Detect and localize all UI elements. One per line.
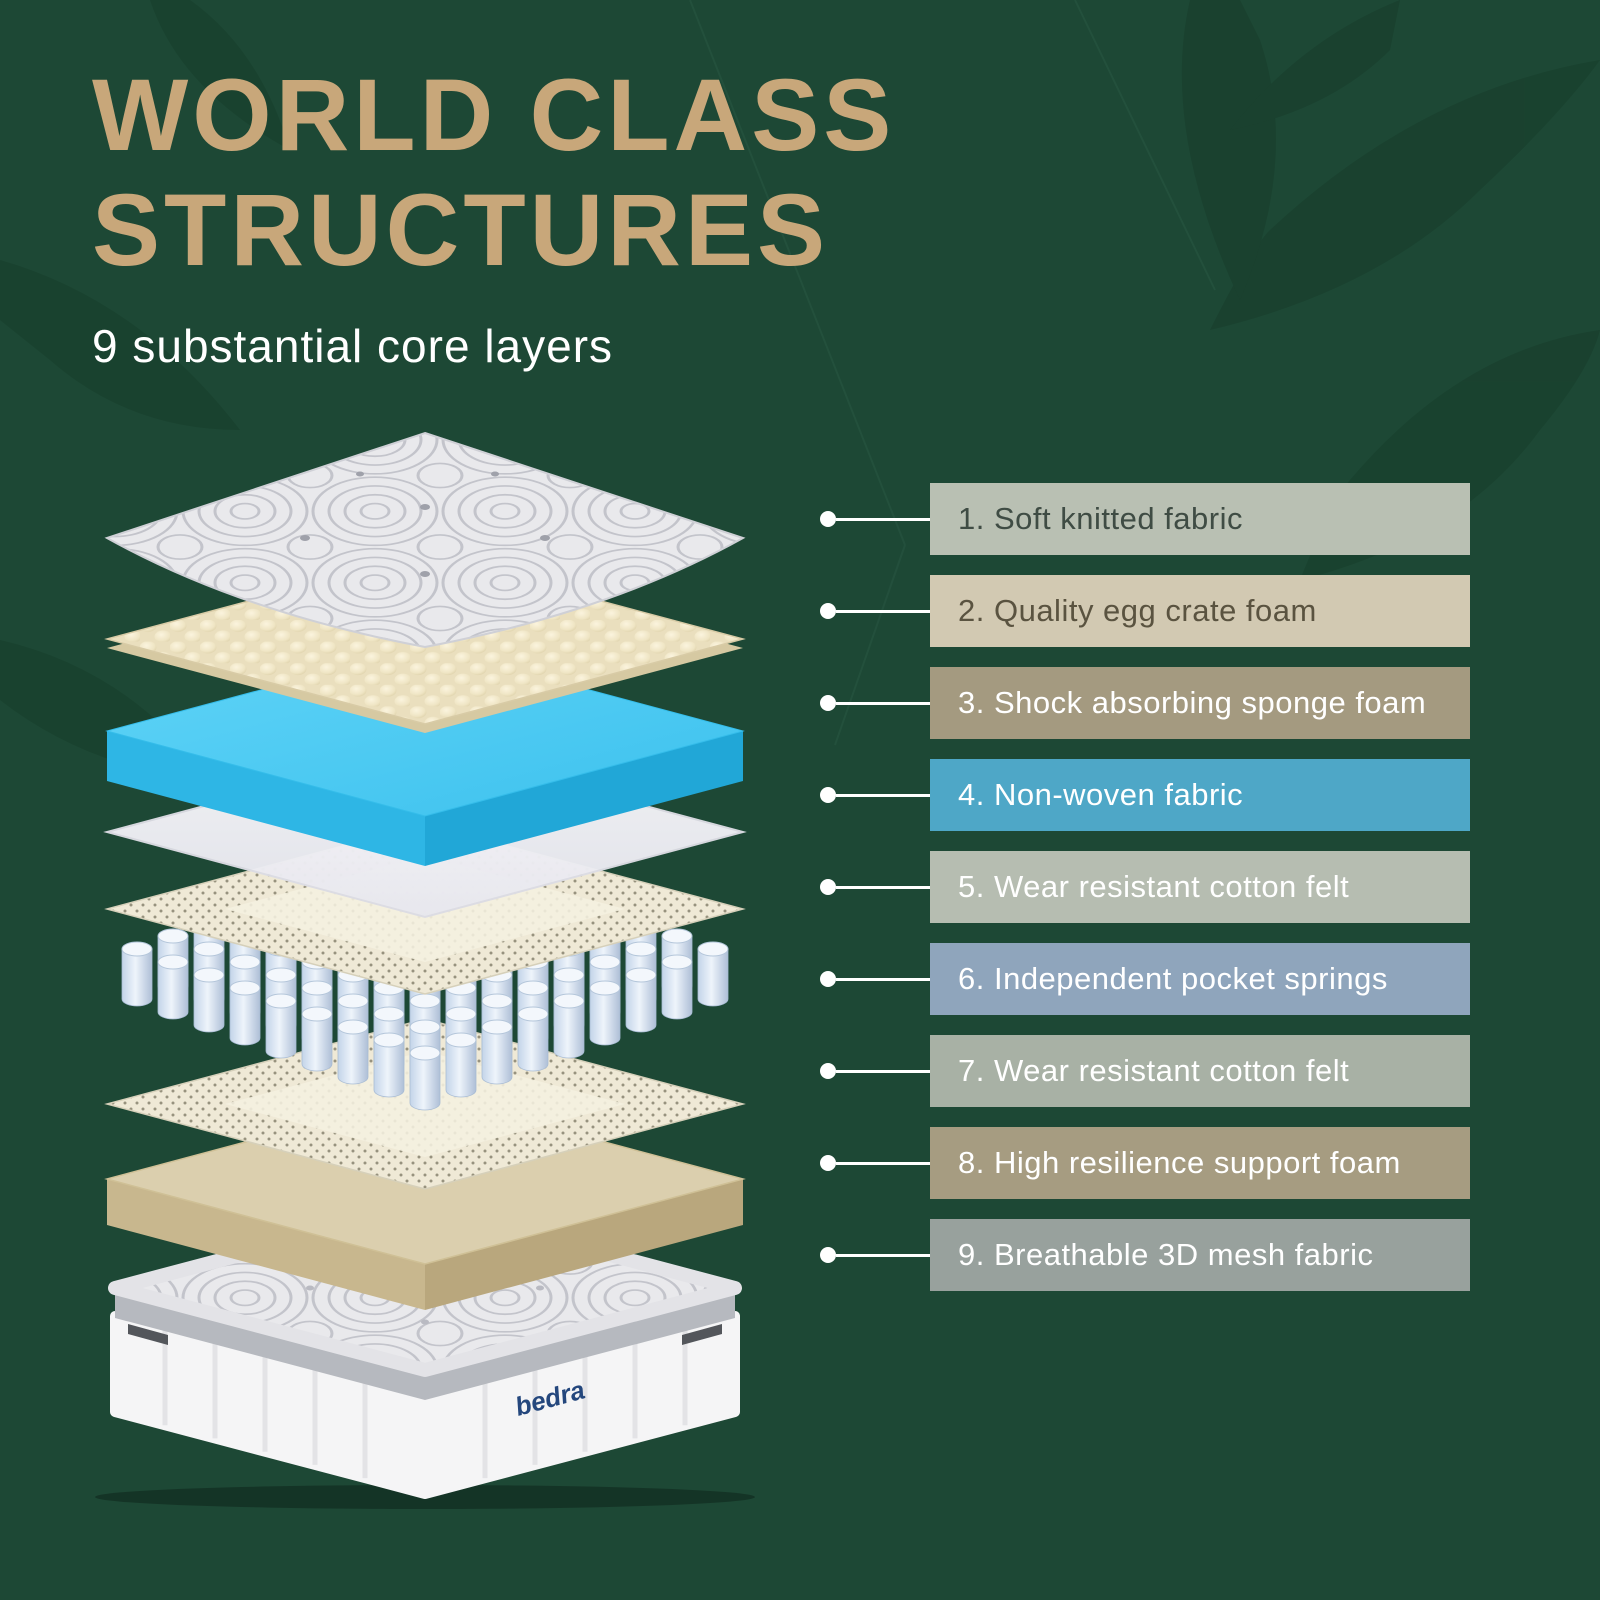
leader-dot [820, 511, 836, 527]
page-subtitle: 9 substantial core layers [92, 319, 614, 372]
legend-row-9: 9. Breathable 3D mesh fabric [820, 1219, 1500, 1291]
leader-line [836, 1253, 930, 1257]
layer-label-pocket-springs: 6. Independent pocket springs [930, 943, 1470, 1015]
leader-line [836, 701, 930, 705]
legend-row-4: 4. Non-woven fabric [820, 759, 1500, 831]
layer-1-soft-knitted-fabric [104, 431, 746, 649]
leader-line [836, 885, 930, 889]
legend-row-2: 2. Quality egg crate foam [820, 575, 1500, 647]
layer-label-egg-crate-foam: 2. Quality egg crate foam [930, 575, 1470, 647]
legend-row-7: 7. Wear resistant cotton felt [820, 1035, 1500, 1107]
layer-label-soft-knitted-fabric: 1. Soft knitted fabric [930, 483, 1470, 555]
leader-line [836, 1161, 930, 1165]
legend-row-6: 6. Independent pocket springs [820, 943, 1500, 1015]
legend-row-5: 5. Wear resistant cotton felt [820, 851, 1500, 923]
leader-dot [820, 1247, 836, 1263]
leader-dot [820, 879, 836, 895]
title-line-1: WORLD CLASS [92, 58, 896, 172]
quilt-tuft-dots [300, 471, 550, 577]
mattress-corner-strap-right [682, 1324, 722, 1345]
layer-label-sponge-foam: 3. Shock absorbing sponge foam [930, 667, 1470, 739]
mattress-corner-strap-left [128, 1324, 168, 1345]
leader-line [836, 977, 930, 981]
legend-row-3: 3. Shock absorbing sponge foam [820, 667, 1500, 739]
leader-dot [820, 1063, 836, 1079]
legend-row-1: 1. Soft knitted fabric [820, 483, 1500, 555]
header: WORLD CLASS STRUCTURES 9 substantial cor… [92, 58, 895, 373]
page-title: WORLD CLASS STRUCTURES [92, 58, 895, 289]
mattress-quilt-channels [162, 1329, 688, 1479]
title-line-2: STRUCTURES [92, 173, 830, 288]
leader-dot [820, 695, 836, 711]
leader-dot [820, 971, 836, 987]
mattress-exploded-diagram: bedra [50, 404, 810, 1509]
leader-line [836, 609, 930, 613]
legend: 1. Soft knitted fabric 2. Quality egg cr… [820, 483, 1500, 1311]
leader-dot [820, 603, 836, 619]
layer-label-support-foam: 8. High resilience support foam [930, 1127, 1470, 1199]
leader-dot [820, 1155, 836, 1171]
leader-dot [820, 787, 836, 803]
legend-row-8: 8. High resilience support foam [820, 1127, 1500, 1199]
leader-line [836, 517, 930, 521]
layer-label-non-woven-fabric: 4. Non-woven fabric [930, 759, 1470, 831]
leader-line [836, 793, 930, 797]
layer-label-3d-mesh-fabric: 9. Breathable 3D mesh fabric [930, 1219, 1470, 1291]
layer-label-cotton-felt-lower: 7. Wear resistant cotton felt [930, 1035, 1470, 1107]
layer-label-cotton-felt-upper: 5. Wear resistant cotton felt [930, 851, 1470, 923]
leader-line [836, 1069, 930, 1073]
